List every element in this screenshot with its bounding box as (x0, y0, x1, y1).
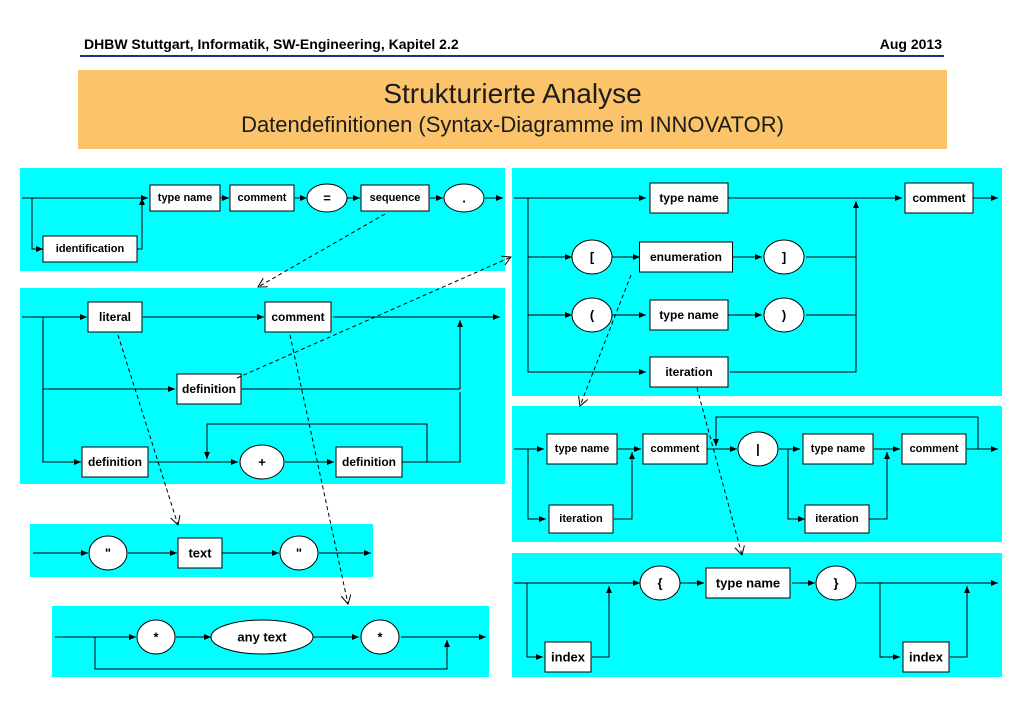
p5-iteration-box (649, 356, 729, 388)
p5-type-name-label: type name (659, 191, 719, 205)
p5-type-name-2-box (649, 299, 729, 331)
header-left: DHBW Stuttgart, Informatik, SW-Engineeri… (84, 36, 459, 52)
p4-any-text-oval (210, 619, 314, 655)
p2-definition-right-label: definition (342, 455, 396, 469)
p5-lbracket-label: [ (590, 250, 595, 265)
p5-rparen-oval (763, 297, 805, 333)
p2-definition-mid-label: definition (182, 382, 236, 396)
p6-type-name-label: type name (555, 443, 609, 455)
p5-rbracket-oval (763, 239, 805, 275)
p5-enumeration-label: enumeration (650, 250, 722, 264)
p2-plus-label: + (258, 455, 266, 470)
p6-comment-box (642, 433, 708, 465)
p4-star-open-label: * (153, 630, 159, 645)
ref-enumeration (580, 274, 632, 406)
p4-star-close-oval (360, 619, 400, 655)
p5-type-name-box (649, 182, 729, 214)
p3-text-label: text (188, 546, 212, 561)
p4-star-close-label: * (377, 630, 383, 645)
p4-any-text-label: any text (237, 630, 287, 645)
p1-identification-label: identification (56, 243, 125, 255)
p3-quote-close-oval (279, 535, 319, 571)
p5-type-name-2-label: type name (659, 308, 719, 322)
p5-enumeration-box (639, 241, 733, 273)
p7-index-right-box (902, 641, 950, 673)
p1-dot-label: . (462, 191, 466, 206)
p2-definition-mid-box (176, 373, 242, 405)
p7-index-left-label: index (551, 650, 586, 665)
p1-dot-oval (443, 183, 485, 213)
p5-rbracket-label: ] (782, 250, 786, 265)
p5-comment-label: comment (912, 191, 965, 205)
p1-type-name-label: type name (158, 192, 212, 204)
p2-literal-label: literal (99, 310, 131, 324)
title-box: Strukturierte Analyse Datendefinitionen … (78, 70, 947, 149)
p6-type-name-2-box (802, 433, 874, 465)
p6-comment-2-box (901, 433, 967, 465)
p1-comment-box (229, 184, 295, 212)
p2-definition-left-box (81, 446, 149, 478)
p7-type-name-label: type name (716, 576, 780, 591)
p7-type-name-box (705, 567, 791, 599)
p5-lparen-label: ( (590, 308, 595, 323)
header-rule (80, 55, 944, 57)
p5-lparen-oval (571, 297, 613, 333)
p5-lbracket-oval (571, 239, 613, 275)
p5-iteration-label: iteration (665, 365, 712, 379)
p5-rparen-label: ) (782, 308, 786, 323)
p6-type-name-box (546, 433, 618, 465)
page-title: Strukturierte Analyse (383, 78, 642, 109)
p3-quote-close-label: " (296, 546, 302, 561)
p1-equals-label: = (323, 191, 331, 206)
ref-comment (289, 334, 348, 604)
p3-text-box (177, 537, 223, 569)
p6-type-name-2-label: type name (811, 443, 865, 455)
p2-literal-box (87, 301, 143, 333)
p2-plus-oval (239, 444, 285, 480)
p6-bar-oval (737, 431, 779, 467)
p7-lbrace-label: { (657, 576, 662, 591)
p3-quote-open-label: " (105, 546, 111, 561)
p1-comment-label: comment (238, 192, 287, 204)
p1-sequence-label: sequence (370, 192, 421, 204)
p7-rbrace-oval (815, 565, 857, 601)
p6-iteration-box (548, 504, 614, 534)
p1-identification-box (42, 235, 138, 263)
p5-comment-box (904, 182, 974, 214)
p2-comment-box (264, 301, 332, 333)
p7-lbrace-oval (639, 565, 681, 601)
p6-comment-2-label: comment (910, 443, 959, 455)
p3-quote-open-oval (88, 535, 128, 571)
page-subtitle: Datendefinitionen (Syntax-Diagramme im I… (241, 112, 784, 137)
p6-bar-label: | (756, 442, 760, 457)
p6-comment-label: comment (651, 443, 700, 455)
header-right: Aug 2013 (879, 36, 942, 52)
p2-comment-label: comment (271, 310, 324, 324)
p7-rbrace-label: } (833, 576, 838, 591)
p4-star-open-oval (136, 619, 176, 655)
ref-iteration (696, 387, 742, 555)
p2-definition-left-label: definition (88, 455, 142, 469)
p7-index-right-label: index (909, 650, 944, 665)
ref-literal (117, 334, 178, 525)
p2-definition-right-box (335, 446, 403, 478)
p7-index-left-box (544, 641, 592, 673)
ref-definition (236, 257, 511, 379)
p1-type-name-box (149, 184, 221, 212)
p6-iteration-2-box (804, 504, 870, 534)
p1-sequence-box (360, 184, 430, 212)
ref-sequence (258, 213, 386, 287)
p6-iteration-2-label: iteration (815, 513, 859, 525)
p1-equals-oval (306, 183, 348, 213)
p6-iteration-label: iteration (559, 513, 603, 525)
